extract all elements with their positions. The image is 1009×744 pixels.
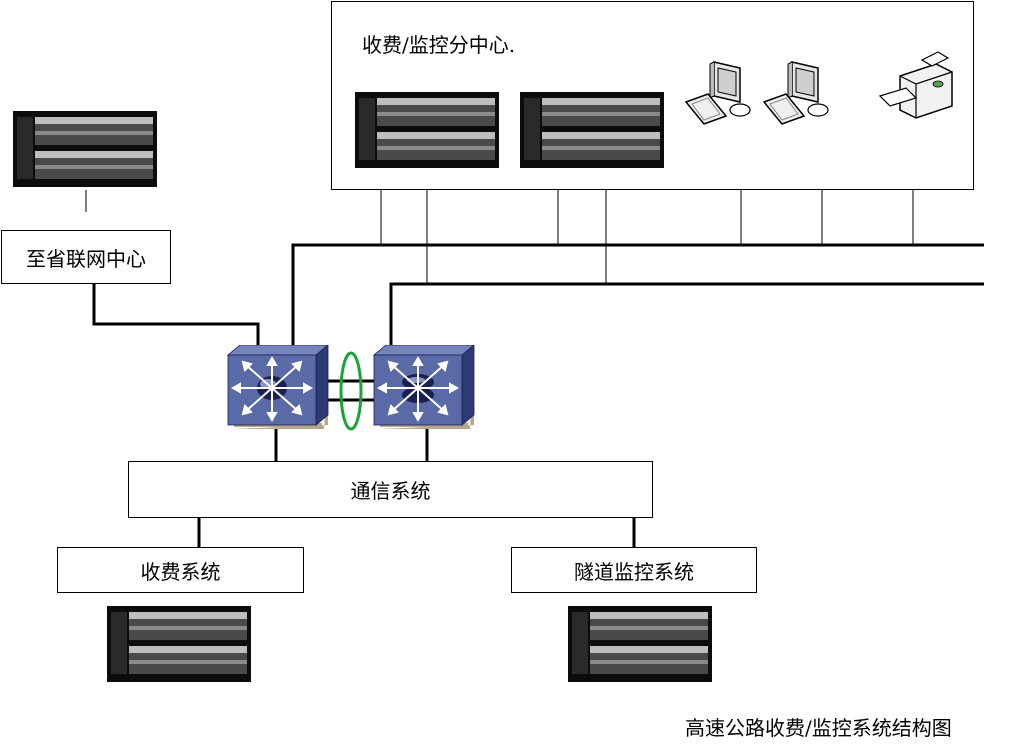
desktop-pc-icon	[684, 58, 754, 128]
server-rack-icon	[520, 92, 664, 168]
server-rack-icon	[355, 92, 499, 168]
communication-system-box: 通信系统	[128, 461, 653, 518]
network-switch-icon	[226, 345, 332, 431]
communication-system-label: 通信系统	[350, 479, 431, 503]
network-switch-icon	[372, 345, 478, 431]
server-rack-icon	[568, 606, 712, 682]
toll-system-label: 收费系统	[140, 559, 221, 584]
tunnel-monitoring-box: 隧道监控系统	[511, 547, 757, 593]
provincial-center-label: 至省联网中心	[26, 246, 146, 271]
toll-system-box: 收费系统	[57, 547, 304, 593]
link-aggregation-ring	[339, 351, 363, 431]
tunnel-monitoring-label: 隧道监控系统	[574, 559, 694, 584]
printer-icon	[876, 46, 956, 126]
desktop-pc-icon	[762, 58, 832, 128]
server-rack-icon	[13, 111, 157, 187]
diagram-caption: 高速公路收费/监控系统结构图	[685, 716, 952, 740]
server-rack-icon	[107, 606, 251, 682]
subcenter-title: 收费/监控分中心.	[362, 33, 516, 57]
provincial-center-box: 至省联网中心	[1, 230, 171, 284]
